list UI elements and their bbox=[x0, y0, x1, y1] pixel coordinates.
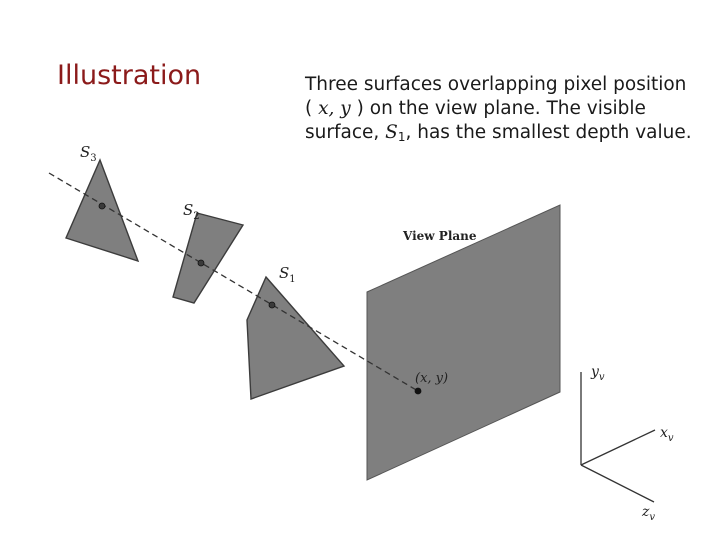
pixel-position-label: (x, y) bbox=[415, 371, 448, 386]
surface-label-s2: S2 bbox=[183, 201, 200, 222]
caption-surface-symbol: S bbox=[385, 122, 398, 143]
view-plane-label: View Plane bbox=[402, 229, 477, 243]
caption-line-3: surface, S1, has the smallest depth valu… bbox=[305, 121, 705, 149]
slide-caption: Three surfaces overlapping pixel positio… bbox=[305, 73, 705, 149]
point-s2 bbox=[197, 259, 205, 267]
view-plane bbox=[366, 204, 561, 481]
caption-paren-open: ( bbox=[305, 98, 319, 119]
x-axis bbox=[580, 429, 656, 466]
surface-label-s1: S1 bbox=[279, 264, 296, 285]
z-axis bbox=[580, 464, 655, 503]
axis-label-z: zv bbox=[641, 504, 655, 523]
surface-s2 bbox=[172, 212, 245, 304]
caption-surface-subscript: 1 bbox=[397, 130, 406, 144]
point-s1 bbox=[268, 301, 276, 309]
point-s3 bbox=[98, 202, 106, 210]
caption-line-2: ( x, y ) on the view plane. The visible bbox=[305, 97, 705, 121]
caption-line-3-rest: , has the smallest depth value. bbox=[405, 122, 692, 143]
slide-title: Illustration bbox=[57, 60, 202, 91]
projection-line bbox=[48, 172, 419, 392]
axis-label-x: xv bbox=[660, 425, 674, 444]
surface-label-s3: S3 bbox=[80, 143, 97, 164]
pixel-point bbox=[414, 387, 422, 395]
axis-label-y: yv bbox=[590, 364, 605, 383]
caption-line-1: Three surfaces overlapping pixel positio… bbox=[305, 74, 687, 95]
caption-line-2-rest: ) on the view plane. The visible bbox=[350, 98, 646, 119]
caption-line-3-start: surface, bbox=[305, 122, 386, 143]
caption-pixel-coords: x, y bbox=[318, 98, 351, 119]
surface-s3 bbox=[65, 158, 140, 263]
